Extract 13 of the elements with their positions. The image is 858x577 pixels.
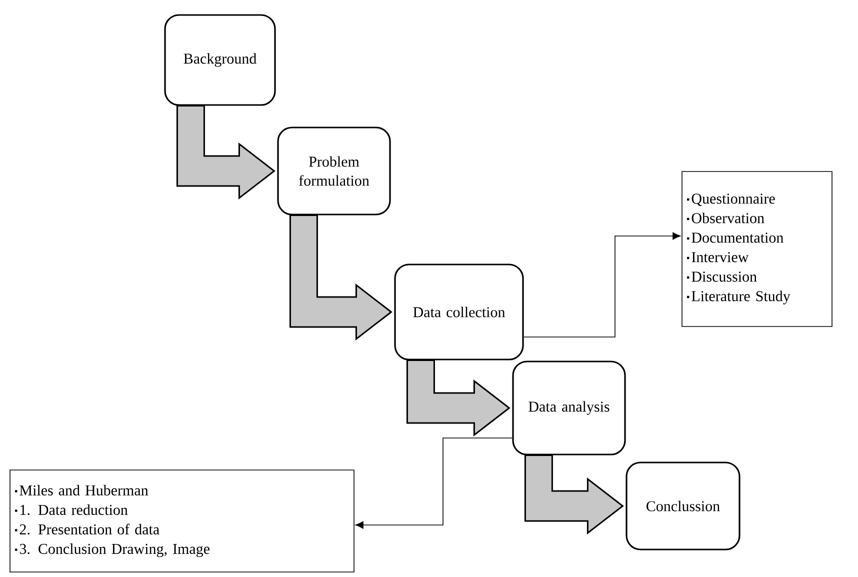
- block-arrow: [406, 360, 510, 437]
- block-arrow: [289, 214, 392, 341]
- arrow: [523, 232, 681, 338]
- process-box: Data analysis: [512, 360, 626, 456]
- list-box: Questionnaire Observation Documentation Interview Discussion Literature Study: [682, 171, 832, 327]
- arrow: [355, 438, 513, 529]
- list-box: Miles and Huberman 1. Data reduction 2. Presentation of data 3. Conclusion Drawing, Image: [10, 470, 354, 572]
- process-box: Conclussion: [626, 462, 740, 550]
- process-box: Problem formulation: [277, 126, 391, 216]
- block-arrow: [524, 454, 624, 535]
- process-box: Background: [164, 14, 276, 106]
- block-arrow: [176, 105, 276, 200]
- process-box: Data collection: [394, 264, 524, 360]
